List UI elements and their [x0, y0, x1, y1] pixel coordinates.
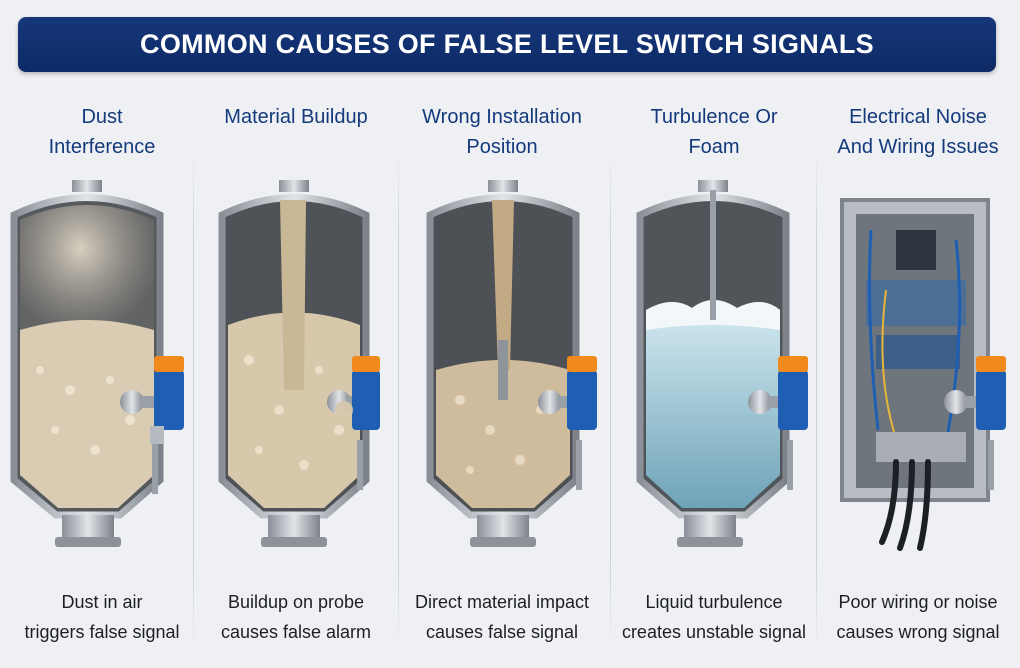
panel-caption: Poor wiring or noise causes wrong signal [836, 592, 1000, 642]
panel-heading: Electrical Noise And Wiring Issues [837, 106, 999, 158]
page-title: COMMON CAUSES OF FALSE LEVEL SWITCH SIGN… [140, 29, 874, 59]
control-cabinet-icon [840, 198, 1006, 551]
panel-electrical-noise-wiring: Electrical Noise And Wiring Issues Poor … [816, 90, 1020, 660]
panel-divider [398, 150, 399, 650]
panel-material-buildup: Material Buildup Buildup on probe causes… [194, 90, 398, 660]
panel-caption: Dust in air triggers false signal [24, 592, 180, 642]
panel-divider [816, 150, 817, 650]
panel-wrong-installation-position: Wrong Installation Position Direct mater… [400, 90, 604, 660]
title-banner: COMMON CAUSES OF FALSE LEVEL SWITCH SIGN… [18, 17, 996, 72]
tank-foam-icon [636, 180, 808, 547]
panel-heading: Turbulence Or Foam [650, 106, 778, 158]
panel-divider [610, 150, 611, 650]
panel-dust-interference: Dust Interference Dust in air trigge [0, 90, 204, 660]
panel-caption: Buildup on probe causes false alarm [220, 592, 372, 642]
panel-caption: Direct material impact causes false sign… [414, 592, 590, 642]
panel-heading: Dust Interference [48, 106, 156, 158]
silo-dust-icon [10, 180, 184, 547]
panel-divider [193, 150, 194, 650]
panel-turbulence-or-foam: Turbulence Or Foam Liquid turbulence cre… [612, 90, 816, 660]
panel-heading: Wrong Installation Position [422, 106, 582, 158]
silo-installation-icon [426, 180, 597, 547]
silo-buildup-icon [218, 180, 380, 547]
panel-caption: Liquid turbulence creates unstable signa… [621, 592, 807, 642]
panel-heading: Material Buildup [224, 106, 368, 128]
